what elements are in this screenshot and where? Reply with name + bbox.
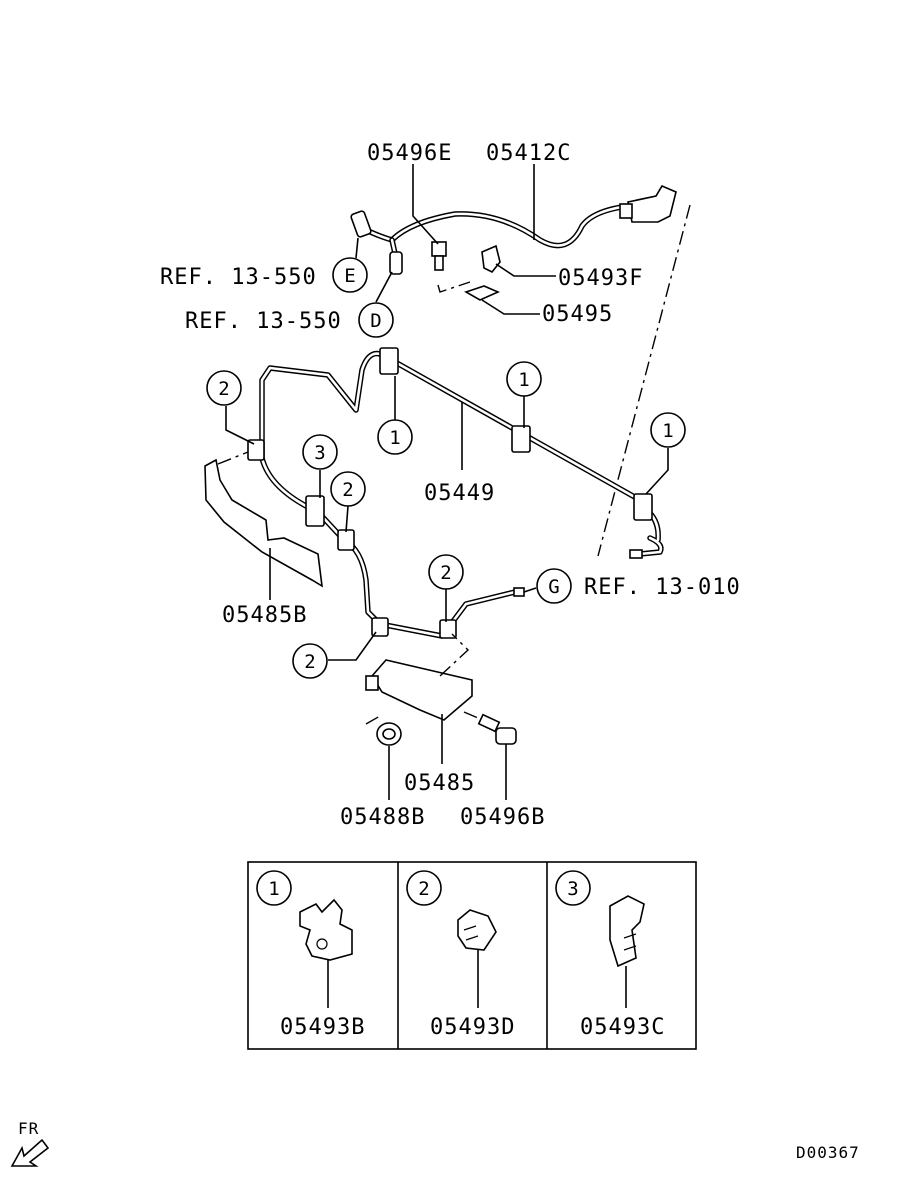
part-labels: 05496E 05412C 05493F 05495 REF. 13-550 R…	[160, 141, 741, 830]
label-05449: 05449	[424, 481, 495, 506]
drawing-code: D00367	[796, 1143, 860, 1162]
legend-part: 05493B	[280, 1015, 365, 1040]
fr-label: FR	[18, 1119, 39, 1138]
front-direction-indicator: FR	[10, 1119, 50, 1167]
label-05488B: 05488B	[340, 805, 425, 830]
label-ref-g: REF. 13-010	[584, 575, 741, 600]
legend-cell-1: 1 05493B	[256, 870, 365, 1040]
label-ref-d: REF. 13-550	[185, 309, 342, 334]
legend-number: 2	[418, 878, 429, 900]
clip-legend: 1 05493B 2 05493D 3 05493C	[247, 861, 697, 1050]
legend-part: 05493C	[580, 1015, 665, 1040]
legend-number: 3	[567, 878, 578, 900]
label-ref-e: REF. 13-550	[160, 265, 317, 290]
legend-number: 1	[268, 878, 279, 900]
marker-2c: 2	[440, 562, 451, 584]
label-05412C: 05412C	[486, 141, 571, 166]
bracket-05485B	[204, 451, 323, 588]
front-arrow-icon	[10, 1138, 50, 1167]
marker-3: 3	[314, 442, 325, 464]
label-05485: 05485	[404, 771, 475, 796]
label-05495: 05495	[542, 302, 613, 327]
marker-1b: 1	[518, 369, 529, 391]
label-05485B: 05485B	[222, 603, 307, 628]
marker-e: E	[344, 265, 355, 287]
legend-cell-3: 3 05493C	[555, 870, 665, 1040]
marker-1c: 1	[662, 420, 673, 442]
upper-hose-assembly	[350, 184, 691, 557]
label-05493F: 05493F	[558, 266, 643, 291]
label-05496B: 05496B	[460, 805, 545, 830]
circled-markers: E D G 1 1 1 2 2 2 2 3	[206, 257, 686, 679]
marker-1a: 1	[389, 427, 400, 449]
main-brake-line	[247, 347, 664, 639]
marker-2a: 2	[218, 378, 229, 400]
marker-2d: 2	[304, 651, 315, 673]
marker-d: D	[370, 310, 381, 332]
bracket-05485	[365, 633, 517, 746]
marker-2b: 2	[342, 479, 353, 501]
leader-lines	[225, 164, 669, 800]
legend-part: 05493D	[430, 1015, 515, 1040]
label-05496E: 05496E	[367, 141, 452, 166]
legend-cell-2: 2 05493D	[406, 870, 515, 1040]
marker-g: G	[548, 576, 559, 598]
